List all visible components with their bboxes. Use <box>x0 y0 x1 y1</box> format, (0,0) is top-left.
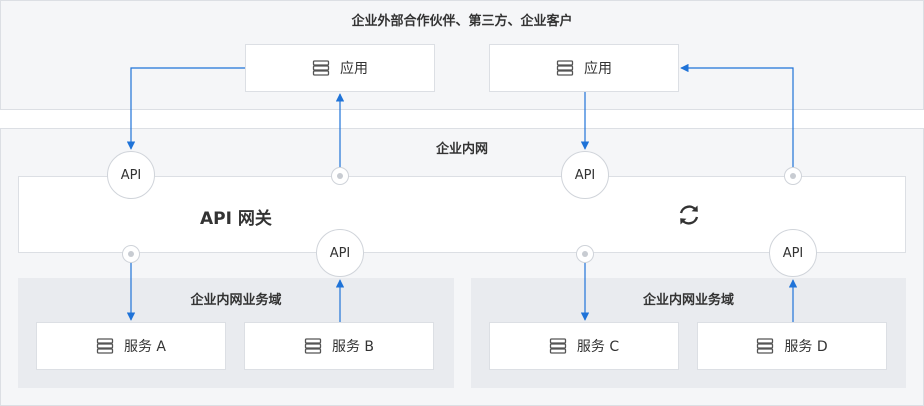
app-box-2[interactable]: 应用 <box>489 44 679 92</box>
connector-dot <box>331 167 349 185</box>
service-d-box[interactable]: 服务 D <box>697 322 887 370</box>
service-d-label: 服务 D <box>784 339 828 355</box>
api-endpoint-1[interactable]: API <box>107 151 155 199</box>
external-region <box>0 0 924 110</box>
service-b-box[interactable]: 服务 B <box>244 322 434 370</box>
api-label: API <box>782 245 804 261</box>
connector-dot <box>122 245 140 263</box>
domain-title-right: 企业内网业务域 <box>642 293 734 308</box>
api-gateway-box[interactable] <box>18 176 906 253</box>
api-endpoint-4[interactable]: API <box>769 229 817 277</box>
service-c-box[interactable]: 服务 C <box>489 322 679 370</box>
api-endpoint-3[interactable]: API <box>316 229 364 277</box>
service-b-label: 服务 B <box>331 339 375 355</box>
domain-title-left: 企业内网业务域 <box>190 293 282 308</box>
server-icon <box>96 337 114 355</box>
service-a-label: 服务 A <box>123 339 167 355</box>
external-title: 企业外部合作伙伴、第三方、企业客户 <box>351 14 573 29</box>
server-icon <box>756 337 774 355</box>
connector-dot <box>784 167 802 185</box>
api-label: API <box>574 167 596 183</box>
api-endpoint-2[interactable]: API <box>561 151 609 199</box>
connector-dot <box>576 245 594 263</box>
api-label: API <box>120 167 142 183</box>
gateway-label: API 网关 <box>200 209 272 229</box>
arrow-app1-to-api <box>126 67 245 150</box>
server-icon <box>556 59 574 77</box>
server-icon <box>312 59 330 77</box>
server-icon <box>549 337 567 355</box>
api-label: API <box>329 245 351 261</box>
service-a-box[interactable]: 服务 A <box>36 322 226 370</box>
server-icon <box>304 337 322 355</box>
app-label-1: 应用 <box>340 61 368 77</box>
app-label-2: 应用 <box>584 61 612 77</box>
arrow-dot-to-app2 <box>680 63 794 167</box>
sync-icon <box>676 202 702 228</box>
service-c-label: 服务 C <box>576 339 620 355</box>
internal-title: 企业内网 <box>435 142 488 157</box>
app-box-1[interactable]: 应用 <box>245 44 435 92</box>
